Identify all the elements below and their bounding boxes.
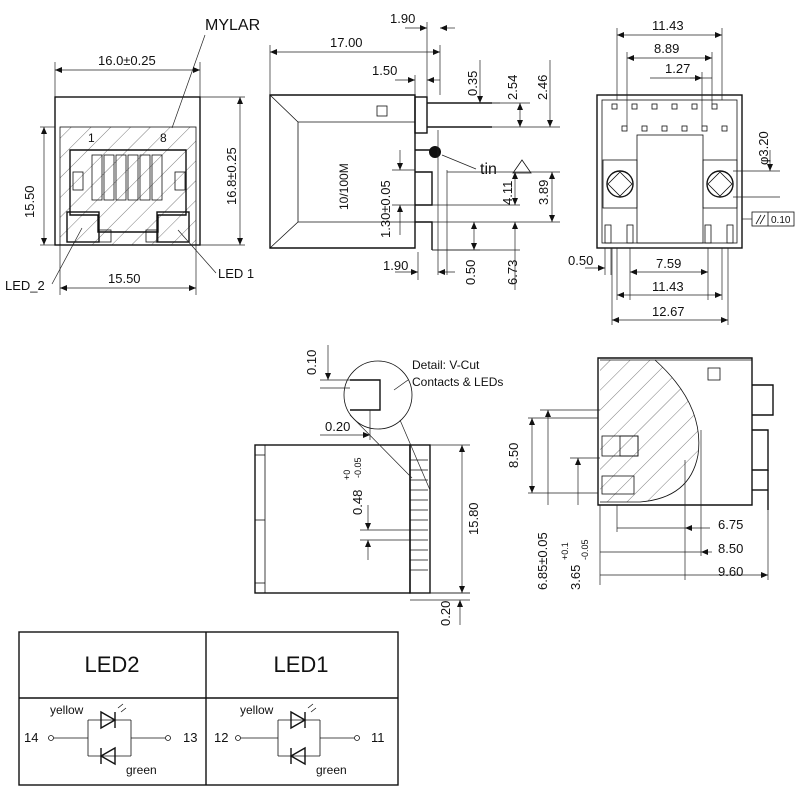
section-d-685: 6.85±0.05 — [535, 532, 550, 590]
detail-d-020-top: 0.20 — [325, 419, 350, 434]
side-d-130: 1.30±0.05 — [378, 180, 393, 238]
side-view: 10/100M tin 17.00 1.90 1.50 0.35 2.54 — [269, 11, 560, 290]
detail-d-010: 0.10 — [304, 350, 319, 375]
section-d-365: 3.65 — [568, 565, 583, 590]
front-width-bottom: 15.50 — [108, 271, 141, 286]
side-d-389: 3.89 — [536, 180, 551, 205]
side-d-673: 6.73 — [505, 260, 520, 285]
led2-top-color: yellow — [50, 703, 84, 717]
side-d-411: 4.11 — [500, 181, 515, 205]
bottom-d-050: 0.50 — [568, 253, 593, 268]
section-d-675: 6.75 — [718, 517, 743, 532]
side-d-035: 0.35 — [465, 71, 480, 96]
led-table-header-led2: LED2 — [84, 652, 139, 677]
side-d-190-top: 1.90 — [390, 11, 415, 26]
led1-label: LED 1 — [218, 266, 254, 281]
side-body-text: 10/100M — [337, 163, 351, 210]
bottom-d-1267: 12.67 — [652, 304, 685, 319]
detail-view: Detail: V-Cut Contacts & LEDs 0.10 0.20 … — [254, 345, 503, 626]
front-height-right: 16.8±0.25 — [224, 147, 239, 205]
led-table-header-led1: LED1 — [273, 652, 328, 677]
front-height-left: 15.50 — [22, 185, 37, 218]
side-d-190-bot: 1.90 — [383, 258, 408, 273]
detail-label-2: Contacts & LEDs — [412, 375, 503, 389]
led1-right-pin: 11 — [371, 730, 385, 745]
bottom-d-889: 8.89 — [654, 41, 679, 56]
led2-right-pin: 13 — [183, 730, 197, 745]
led-table: LED2 LED1 yellow green 14 13 yellow gree… — [18, 631, 399, 786]
led1-left-pin: 12 — [214, 730, 228, 745]
led1-circuit: yellow green 12 11 — [214, 703, 385, 777]
section-d-365-tol-plus: +0.1 — [560, 542, 570, 560]
led1-top-color: yellow — [240, 703, 274, 717]
section-view: 8.50 6.85±0.05 3.65 +0.1 -0.05 6.75 8.50… — [506, 357, 774, 590]
bottom-view: 11.43 8.89 1.27 φ3.20 0.10 0.50 7.59 11.… — [568, 18, 795, 325]
side-d-050: 0.50 — [463, 260, 478, 285]
section-d-365-tol-minus: -0.05 — [580, 539, 590, 560]
section-d-960: 9.60 — [718, 564, 743, 579]
detail-d-048-tol-minus: -0.05 — [353, 457, 363, 478]
front-view: 1 8 MYLAR 16.0±0.25 15.50 16.8±0.25 15.5… — [5, 17, 260, 295]
detail-d-1580: 15.80 — [466, 502, 481, 535]
bottom-d-phi320: φ3.20 — [756, 131, 771, 165]
bottom-d-1143-top: 11.43 — [652, 18, 684, 33]
side-d-150: 1.50 — [372, 63, 397, 78]
led2-bottom-color: green — [126, 763, 157, 777]
tin-label: tin — [480, 161, 497, 178]
led2-left-pin: 14 — [24, 730, 38, 745]
bottom-d-127: 1.27 — [665, 61, 690, 76]
bottom-d-759: 7.59 — [656, 256, 681, 271]
detail-d-020-bot: 0.20 — [438, 601, 453, 626]
front-width-top: 16.0±0.25 — [98, 53, 156, 68]
led2-label: LED_2 — [5, 278, 45, 293]
section-d-850-left: 8.50 — [506, 443, 521, 468]
led2-circuit: yellow green 14 13 — [24, 703, 197, 777]
bottom-flatness-value: 0.10 — [771, 215, 791, 226]
pin-1-label: 1 — [88, 131, 95, 145]
pin-8-label: 8 — [160, 131, 167, 145]
detail-label-1: Detail: V-Cut — [412, 358, 480, 372]
detail-d-048: 0.48 — [350, 490, 365, 515]
bottom-d-1143-bot: 11.43 — [652, 279, 684, 294]
side-d-246: 2.46 — [535, 75, 550, 100]
side-d-254: 2.54 — [505, 75, 520, 100]
mylar-label: MYLAR — [205, 17, 260, 34]
detail-d-048-tol-plus: +0 — [342, 470, 352, 480]
section-d-850: 8.50 — [718, 541, 743, 556]
side-d-1700: 17.00 — [330, 35, 363, 50]
led1-bottom-color: green — [316, 763, 347, 777]
